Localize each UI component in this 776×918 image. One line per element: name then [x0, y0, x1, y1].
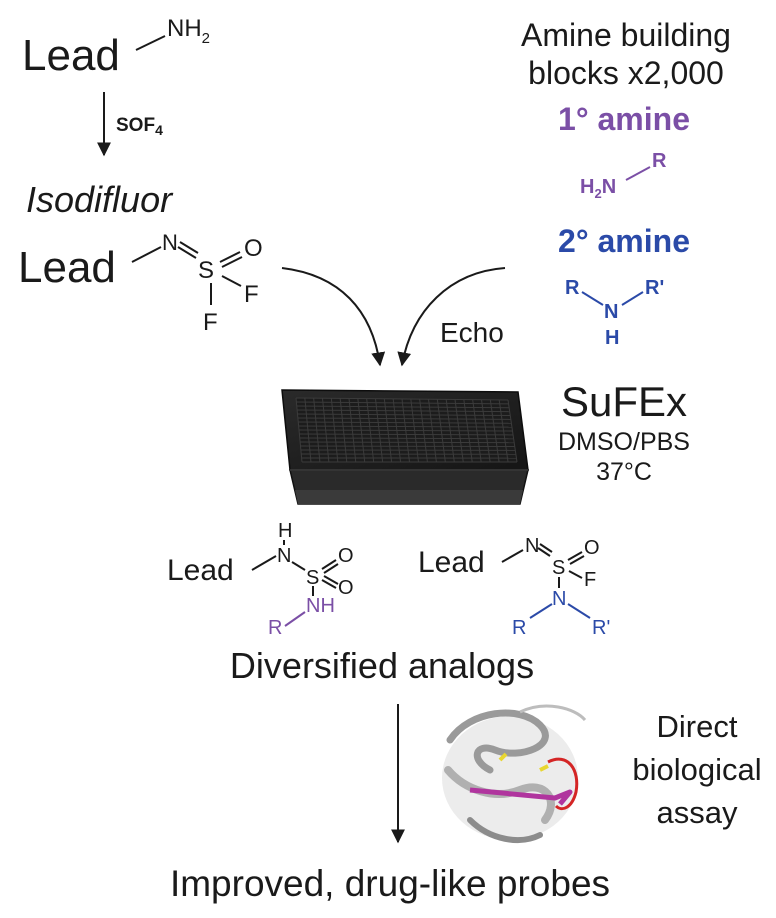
amine-building-blocks: Amine building blocks x2,000 1° amine H2… [521, 17, 731, 349]
sof4-reagent-label: SOF4 [116, 115, 163, 138]
product1-n-s-bond [292, 562, 305, 570]
isodifluor-s-f-bond [222, 276, 241, 286]
isodifluor-structure: Isodifluor Lead N S O F F [18, 179, 263, 336]
converging-arrows: Echo [282, 268, 505, 365]
secondary-amine-n: N [604, 301, 618, 323]
product2-lead-n-bond [502, 550, 523, 562]
isodifluor-atom-n: N [162, 230, 178, 255]
isodifluor-atom-o: O [244, 235, 263, 262]
product2-atom-r1: R [512, 617, 526, 639]
secondary-amine-r1: R [565, 277, 580, 299]
product1-atom-o2: O [338, 577, 354, 599]
isodifluor-name: Isodifluor [26, 179, 174, 220]
isodifluor-n-s-double-bond-2 [180, 242, 198, 253]
sulfonimidoyl-product-structure: Lead N S O F N R R' [418, 535, 610, 639]
secondary-amine-h: H [605, 327, 619, 349]
sulfamide-product-structure: Lead H N S O O NH R [167, 520, 354, 639]
isodifluor-atom-f1: F [244, 281, 259, 308]
product2-atom-r2: R' [592, 617, 610, 639]
product2-lead-label: Lead [418, 546, 485, 579]
primary-amine-title: 1° amine [558, 101, 690, 137]
amine-group-label: NH2 [167, 15, 210, 47]
lead-amine-bond [136, 36, 165, 50]
product1-nh-r-bond [285, 612, 305, 626]
building-blocks-title-line2: blocks x2,000 [528, 55, 724, 91]
product2-atom-n1: N [525, 535, 539, 557]
isodifluor-atom-f2: F [203, 309, 218, 336]
sufex-title: SuFEx [561, 378, 687, 425]
secondary-amine-r2: R' [645, 277, 664, 299]
assay-line3: assay [657, 795, 738, 830]
sof4-reaction-arrow: SOF4 [104, 92, 163, 155]
lead-amine-structure: Lead NH2 [22, 15, 210, 80]
assay-line1: Direct [657, 709, 738, 744]
plate-well-grid [296, 398, 517, 462]
plate-grid-row-line [300, 442, 514, 443]
lead-label: Lead [22, 31, 120, 80]
product2-n-r1-bond [530, 604, 552, 618]
isodifluor-atom-s: S [198, 257, 214, 284]
primary-amine-h2n: H2N [580, 176, 616, 201]
product2-atom-o: O [584, 537, 600, 559]
assay-line2: biological [632, 752, 761, 787]
primary-amine-n-r-bond [626, 167, 650, 180]
product1-atom-nh: NH [306, 595, 335, 617]
isodifluor-n-s-double-bond-1 [178, 247, 196, 258]
product1-atom-h: H [278, 520, 292, 542]
secondary-amine-r1-n-bond [582, 292, 603, 305]
product2-atom-n2: N [552, 588, 566, 610]
temperature-label: 37°C [596, 458, 652, 486]
building-blocks-title-line1: Amine building [521, 17, 731, 53]
protein-ribbon-icon [442, 706, 585, 840]
isodifluor-lead-n-bond [132, 247, 161, 262]
product2-atom-s: S [552, 557, 565, 579]
product2-n-r2-bond [568, 604, 590, 618]
diversified-analogs-label: Diversified analogs [230, 645, 534, 686]
echo-label: Echo [440, 317, 504, 348]
outcome-label: Improved, drug-like probes [170, 863, 610, 904]
isodifluor-lead-label: Lead [18, 243, 116, 292]
product1-atom-o1: O [338, 545, 354, 567]
sufex-conditions: SuFEx DMSO/PBS 37°C [558, 378, 690, 486]
secondary-amine-structure: R N R' H [565, 277, 664, 349]
product1-atom-r: R [268, 617, 282, 639]
secondary-amine-n-r2-bond [622, 292, 643, 305]
solvent-label: DMSO/PBS [558, 428, 690, 456]
primary-amine-r: R [652, 150, 667, 172]
well-plate-icon [282, 390, 528, 504]
secondary-amine-title: 2° amine [558, 223, 690, 259]
primary-amine-structure: H2N R [580, 150, 667, 201]
product1-atom-s: S [306, 567, 319, 589]
product1-atom-n: N [277, 545, 291, 567]
product1-lead-n-bond [252, 556, 276, 570]
assay-label: Direct biological assay [632, 709, 761, 830]
plate-grid-row-line [301, 446, 515, 447]
isodifluor-to-plate-arrow [282, 268, 380, 365]
plate-base-edge [295, 490, 523, 504]
product2-s-f-bond [569, 571, 582, 578]
product1-lead-label: Lead [167, 554, 234, 587]
product2-atom-f: F [584, 569, 596, 591]
